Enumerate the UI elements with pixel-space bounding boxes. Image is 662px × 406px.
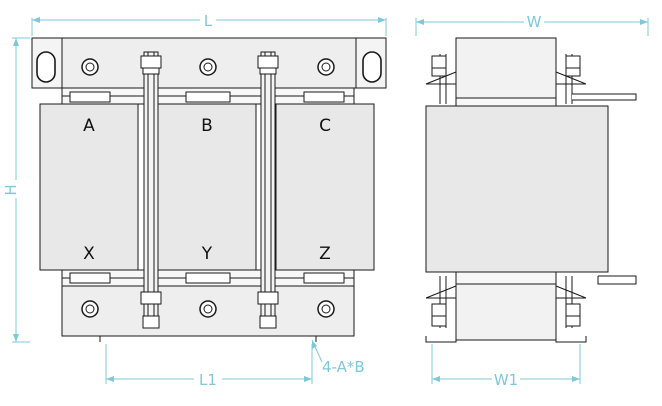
slot-right-top bbox=[362, 51, 382, 83]
core-stack-top bbox=[61, 87, 355, 105]
dimension-label-l: L bbox=[204, 12, 213, 30]
tie-rod-right bbox=[257, 51, 279, 329]
w1-label-bg bbox=[492, 370, 520, 388]
coil-label-z: Z bbox=[319, 244, 331, 264]
side-foot-left bbox=[425, 336, 457, 343]
dimension-label-w: W bbox=[527, 13, 542, 31]
side-top-clamp bbox=[455, 37, 557, 99]
side-bottom-clamp bbox=[455, 283, 557, 341]
side-bracket-top-left bbox=[425, 54, 457, 104]
core-stack-bottom bbox=[61, 269, 355, 287]
l-label-bg bbox=[200, 12, 216, 28]
side-foot-right bbox=[555, 336, 587, 343]
coil-label-y: Y bbox=[201, 244, 213, 264]
mount-holes-label: 4-A*B bbox=[322, 358, 365, 376]
slot-left-top bbox=[36, 51, 56, 83]
coil-c-z bbox=[275, 103, 375, 271]
coil-label-a: A bbox=[83, 116, 95, 136]
dimension-label-h: H bbox=[2, 184, 20, 195]
coil-label-c: C bbox=[319, 116, 331, 136]
l1-label-bg bbox=[194, 370, 222, 388]
coil-label-x: X bbox=[83, 244, 95, 264]
front-view bbox=[31, 37, 387, 342]
bottom-yoke bbox=[61, 285, 355, 342]
side-bracket-bottom-right bbox=[555, 275, 637, 328]
side-coil bbox=[425, 105, 609, 273]
side-view bbox=[425, 37, 637, 343]
coil-b-y bbox=[157, 103, 257, 271]
coil-label-b: B bbox=[201, 116, 213, 136]
top-yoke bbox=[31, 37, 387, 89]
tie-rod-left bbox=[140, 51, 162, 329]
side-bracket-bottom-left bbox=[425, 276, 457, 328]
dimension-label-w1: W1 bbox=[494, 371, 518, 389]
h-label-bg bbox=[8, 180, 24, 198]
side-bracket-top-right bbox=[555, 54, 637, 104]
coil-a-x bbox=[39, 103, 139, 271]
dimension-label-l1: L1 bbox=[199, 371, 217, 389]
w-label-bg bbox=[524, 13, 544, 29]
